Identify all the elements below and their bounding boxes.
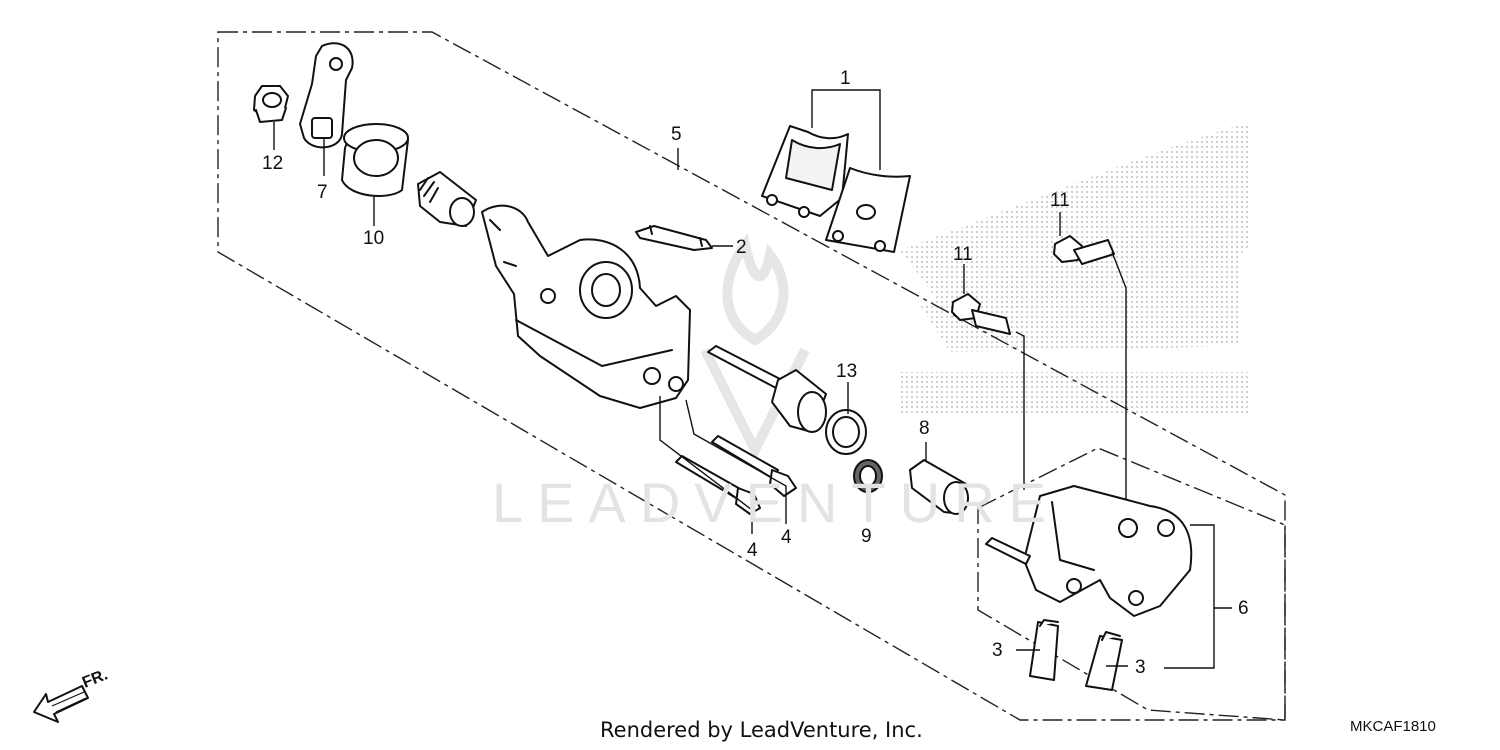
- part-bushing[interactable]: [909, 459, 969, 515]
- callout-7: 7: [317, 182, 328, 203]
- callout-11-lower: 11: [953, 244, 973, 265]
- callout-10: 10: [363, 228, 384, 249]
- callout-1: 1: [840, 68, 851, 89]
- part-seal-ring[interactable]: [825, 409, 867, 455]
- part-bolt-lower[interactable]: [951, 293, 1011, 335]
- part-seal[interactable]: [853, 459, 883, 493]
- part-dust-boot[interactable]: [341, 123, 409, 197]
- part-slide-pin-upper[interactable]: [711, 435, 797, 497]
- part-bolt-upper[interactable]: [1053, 235, 1115, 265]
- part-flange-nut[interactable]: [253, 85, 289, 123]
- part-pad-clip-right[interactable]: [1085, 631, 1123, 691]
- front-direction-arrow: [33, 685, 89, 723]
- callout-5: 5: [671, 124, 682, 145]
- callout-13: 13: [836, 361, 857, 382]
- part-pad-clip-left[interactable]: [1029, 619, 1059, 681]
- part-brake-pad-inner[interactable]: [761, 125, 849, 218]
- part-brake-pad-outer[interactable]: [825, 167, 911, 253]
- callout-12: 12: [262, 153, 283, 174]
- diagram-code: MKCAF1810: [1350, 718, 1436, 735]
- part-caliper-bracket[interactable]: [985, 485, 1193, 617]
- part-spring-collar[interactable]: [417, 171, 477, 227]
- callout-11-upper: 11: [1050, 190, 1070, 211]
- callout-2: 2: [736, 237, 747, 258]
- callout-4-right: 4: [781, 527, 792, 548]
- honda-wing-watermark: [900, 122, 1250, 414]
- caliper-assembly-outline: [217, 31, 1286, 721]
- callout-labels: 1 2 3 3 4 4 5 6 7 8 9 10 11 11 12 13: [262, 68, 1249, 678]
- footer-rendered-by: Rendered by LeadVenture, Inc.: [600, 718, 923, 742]
- callout-4-left: 4: [747, 540, 758, 561]
- callout-8: 8: [919, 418, 930, 439]
- callout-6: 6: [1238, 598, 1249, 619]
- callout-3-left: 3: [992, 640, 1003, 661]
- leader-lines: [273, 89, 1232, 669]
- bracket-outline: [977, 447, 1286, 721]
- part-piston-rod[interactable]: [707, 345, 827, 433]
- callout-9: 9: [861, 526, 872, 547]
- callout-3-right: 3: [1135, 657, 1146, 678]
- part-pad-spring[interactable]: [635, 225, 713, 251]
- part-lever-arm[interactable]: [299, 42, 354, 149]
- leadventure-watermark-text: LEADVENTURE: [492, 471, 1060, 534]
- part-caliper-body[interactable]: [481, 204, 691, 409]
